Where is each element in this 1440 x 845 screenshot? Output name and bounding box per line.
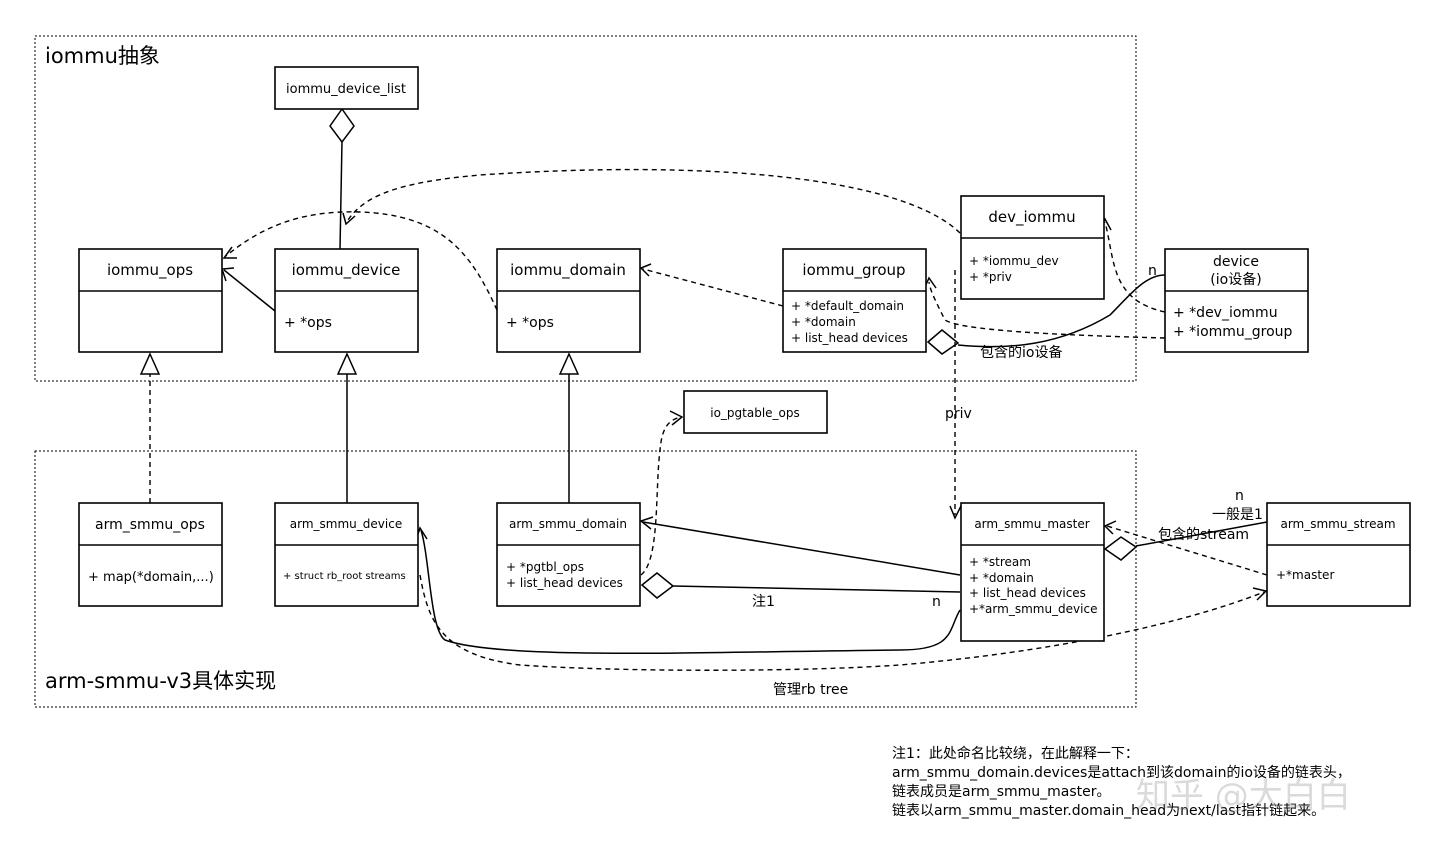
class-name: arm_smmu_device (290, 517, 402, 531)
class-io-pgtable-ops: io_pgtable_ops (683, 390, 828, 434)
priv-arrowhead (949, 505, 962, 520)
member-iommu-dev: + *iommu_dev (969, 254, 1059, 268)
stream-master-dependency (1106, 525, 1268, 576)
member-default-domain: + *default_domain (791, 299, 904, 313)
class-name: arm_smmu_master (974, 517, 1089, 531)
arm-smmu-v3-group (34, 450, 1137, 708)
footnote-line: 链表以arm_smmu_master.domain_head为next/last… (892, 803, 1326, 819)
arm-smmu-v3-title: arm-smmu-v3具体实现 (45, 669, 276, 693)
class-name: io_pgtable_ops (710, 406, 800, 420)
member-ops: + *ops (284, 315, 332, 331)
domain-ops-dependency (225, 211, 498, 311)
member-domain: + *domain (969, 571, 1034, 585)
ops-realization-triangle (139, 352, 161, 375)
group-devices-aggregation-diamond (926, 329, 960, 355)
member-streams: + struct rb_root streams (283, 571, 406, 582)
class-arm-smmu-domain: arm_smmu_domain + *pgtbl_ops + list_head… (496, 502, 641, 607)
member-priv: + *priv (969, 270, 1012, 284)
class-device: device (io设备) + *dev_iommu + *iommu_grou… (1164, 248, 1309, 353)
contains-io-device-label: 包含的io设备 (980, 344, 1062, 361)
usually-one-label: 一般是1 (1212, 507, 1263, 523)
priv-label: priv (945, 406, 972, 422)
member-iommu-group: + *iommu_group (1173, 324, 1293, 340)
device-list-aggregation-line (339, 140, 343, 250)
member-ops: + *ops (506, 315, 554, 331)
rb-tree-arrowhead (1252, 587, 1268, 601)
class-name: dev_iommu (988, 208, 1075, 227)
master-domain-arrowhead (639, 516, 654, 530)
class-iommu-device-list: iommu_device_list (274, 66, 419, 110)
class-arm-smmu-ops: arm_smmu_ops + map(*domain,...) (78, 502, 223, 607)
domain-ops-arrowhead (222, 246, 237, 259)
dev-iommu-to-device-dependency (347, 168, 961, 234)
group-domain-dependency (642, 268, 784, 307)
class-iommu-domain: iommu_domain + *ops (496, 248, 641, 353)
member-smmu-device: +*arm_smmu_device (969, 602, 1097, 616)
member-devices: + list_head devices (506, 576, 623, 590)
member-stream: + *stream (969, 555, 1031, 569)
iommu-abstraction-title: iommu抽象 (45, 44, 160, 68)
watermark: 知乎 @大白白 (1136, 776, 1351, 816)
dev-iommu-device-arrowhead (342, 212, 356, 226)
class-name: iommu_group (802, 261, 905, 280)
class-name-line2: (io设备) (1210, 271, 1261, 288)
footnote: 注1：此处命名比较绕，在此解释一下： arm_smmu_domain.devic… (892, 745, 1412, 821)
master-stream-aggregation-diamond (1103, 536, 1138, 561)
class-iommu-ops: iommu_ops (78, 248, 223, 353)
master-domain-association (642, 521, 961, 576)
domain-inheritance-triangle (558, 352, 580, 375)
domain-devices-aggregation-diamond (640, 572, 675, 599)
stream-master-arrowhead (1103, 520, 1117, 535)
domain-multiplicity-label: n (932, 594, 941, 610)
class-name: arm_smmu_domain (509, 517, 627, 531)
group-domain-arrowhead (639, 263, 652, 277)
class-iommu-group: iommu_group + *default_domain + *domain … (782, 248, 927, 353)
domain-devices-aggregation-line (672, 585, 961, 593)
manage-rb-tree-label: 管理rb tree (773, 682, 848, 698)
note1-label: 注1 (752, 594, 775, 610)
rb-tree-dependency (419, 574, 1265, 671)
master-stream-aggregation-line (1135, 521, 1268, 547)
stream-multiplicity-label: n (1235, 488, 1244, 504)
device-multiplicity-label: n (1148, 263, 1157, 279)
footnote-line: 链表成员是arm_smmu_master。 (892, 784, 1111, 800)
device-list-aggregation-diamond (329, 107, 355, 144)
class-name-line1: device (1213, 254, 1259, 270)
member-map: + map(*domain,...) (88, 570, 214, 585)
device-inheritance-triangle (336, 352, 358, 375)
member-devices: + list_head devices (791, 331, 908, 345)
device-group-dependency (928, 281, 1166, 339)
device-ops-arrowhead (220, 267, 235, 282)
member-pgtbl-ops: + *pgtbl_ops (506, 560, 584, 574)
class-name: iommu_device (292, 261, 401, 280)
iommu-abstraction-group (34, 35, 1137, 382)
member-devices: + list_head devices (969, 586, 1086, 600)
member-master: +*master (1276, 568, 1334, 582)
class-dev-iommu: dev_iommu + *iommu_dev + *priv (960, 195, 1105, 300)
class-iommu-device: iommu_device + *ops (274, 248, 419, 353)
contains-stream-label: 包含的stream (1158, 527, 1249, 543)
device-ops-association (223, 269, 276, 312)
member-dev-iommu: + *dev_iommu (1173, 305, 1278, 321)
class-name: arm_smmu_stream (1280, 517, 1395, 531)
master-smmu-device-association (420, 529, 961, 655)
class-arm-smmu-master: arm_smmu_master + *stream + *domain + li… (960, 502, 1105, 642)
member-domain: + *domain (791, 315, 856, 329)
class-arm-smmu-device: arm_smmu_device + struct rb_root streams (274, 502, 419, 607)
class-name: iommu_domain (510, 261, 626, 280)
class-name: arm_smmu_ops (95, 517, 205, 533)
group-devices-aggregation-line (957, 274, 1166, 348)
class-arm-smmu-stream: arm_smmu_stream +*master (1266, 502, 1411, 607)
footnote-line: arm_smmu_domain.devices是attach到该domain的i… (892, 765, 1351, 781)
class-name: iommu_device_list (286, 82, 406, 97)
pgtbl-ops-dependency (640, 416, 682, 576)
class-name: iommu_ops (107, 261, 193, 280)
pgtbl-ops-arrowhead (669, 410, 684, 426)
footnote-line: 注1：此处命名比较绕，在此解释一下： (892, 746, 1139, 762)
